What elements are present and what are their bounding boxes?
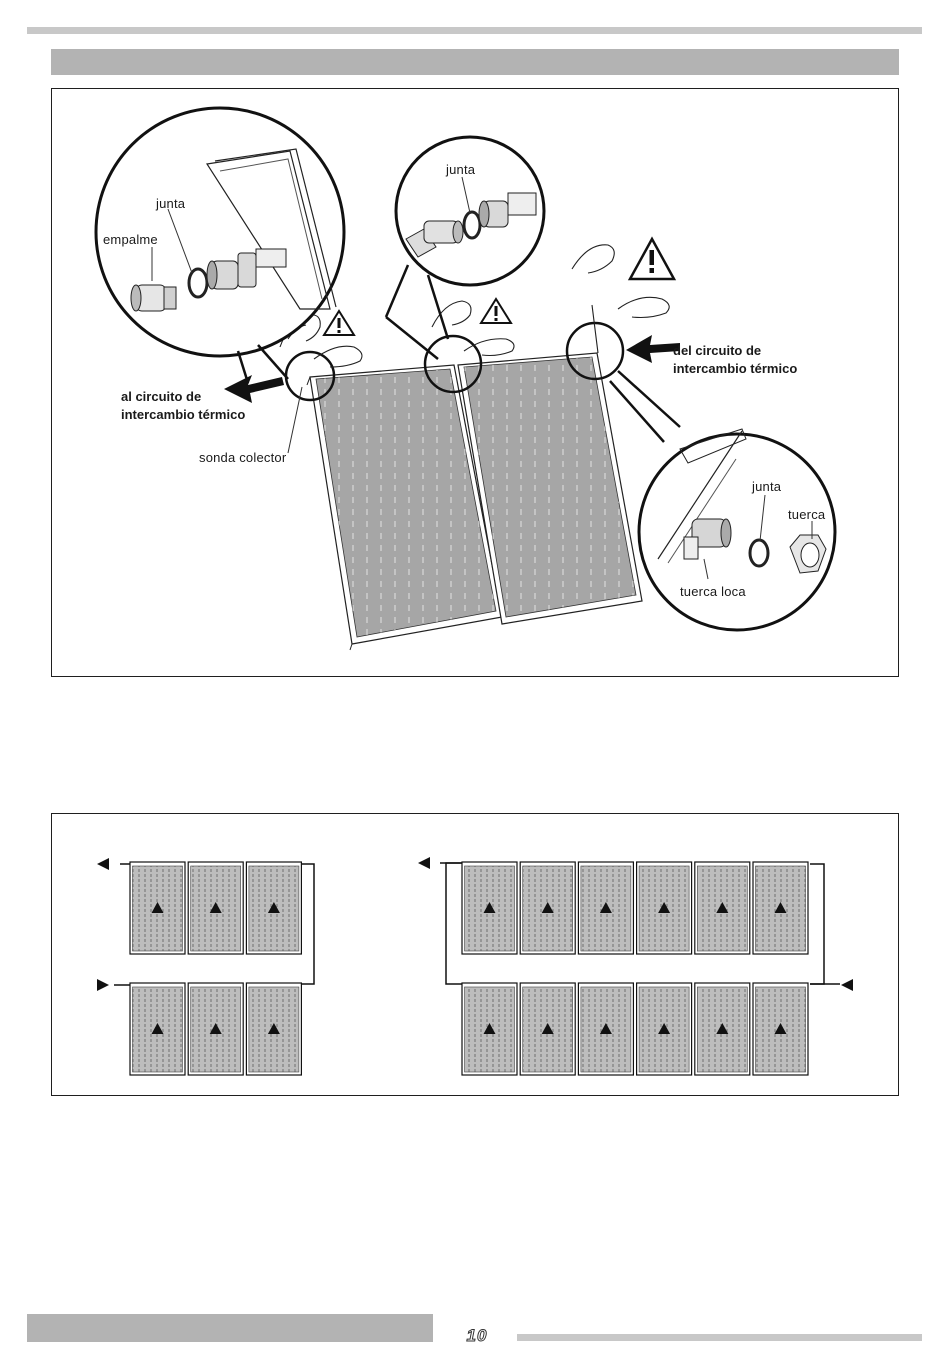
collector-panel — [520, 862, 575, 954]
label-junta-right: junta — [752, 479, 781, 494]
label-tuerca: tuerca — [788, 507, 825, 522]
flow-arrow-icon — [626, 335, 680, 363]
label-al-circuito-line1: al circuito de — [121, 388, 245, 406]
label-del-circuito-line2: intercambio térmico — [673, 360, 797, 378]
collector-panel — [753, 862, 808, 954]
top-rule — [27, 27, 922, 34]
label-del-circuito: del circuito de intercambio térmico — [673, 342, 797, 378]
flow-arrow-icon — [97, 858, 109, 870]
label-junta-top: junta — [446, 162, 475, 177]
collector-panel — [246, 983, 301, 1075]
collector-panel — [753, 983, 808, 1075]
label-empalme: empalme — [103, 232, 158, 247]
collector-panel — [695, 862, 750, 954]
detail-circle-tuerca — [639, 429, 835, 630]
array-diagrams — [52, 814, 900, 1097]
footer-bar — [27, 1314, 433, 1342]
collector-panel — [520, 983, 575, 1075]
array-figure — [51, 813, 899, 1096]
flow-arrow-icon — [97, 979, 109, 991]
collector-panel — [695, 983, 750, 1075]
collector-panel — [637, 862, 692, 954]
footer-rule — [517, 1334, 922, 1341]
connection-illustration — [52, 89, 900, 678]
collector-panel — [246, 862, 301, 954]
label-tuerca-loca: tuerca loca — [680, 584, 746, 599]
collector-panel — [188, 862, 243, 954]
label-al-circuito: al circuito de intercambio térmico — [121, 388, 245, 424]
connection-figure: junta empalme junta al circuito de inter… — [51, 88, 899, 677]
collector-panel — [578, 862, 633, 954]
label-al-circuito-line2: intercambio térmico — [121, 406, 245, 424]
collector-panel — [637, 983, 692, 1075]
page-number: 10 — [455, 1326, 499, 1346]
collector-panel — [130, 862, 185, 954]
label-junta-left: junta — [156, 196, 185, 211]
collector-panel — [578, 983, 633, 1075]
flow-arrow-icon — [841, 979, 853, 991]
collector-panel — [462, 862, 517, 954]
header-band — [51, 49, 899, 75]
warning-triangle-icon — [324, 311, 354, 335]
label-sonda-colector: sonda colector — [199, 450, 286, 465]
collector-panel — [188, 983, 243, 1075]
flow-arrow-icon — [418, 857, 430, 869]
label-del-circuito-line1: del circuito de — [673, 342, 797, 360]
detail-circle-junta-top — [396, 137, 544, 285]
collector-panel — [462, 983, 517, 1075]
warning-triangle-icon — [481, 299, 511, 323]
collector-panel — [130, 983, 185, 1075]
warning-triangle-icon — [630, 239, 674, 279]
